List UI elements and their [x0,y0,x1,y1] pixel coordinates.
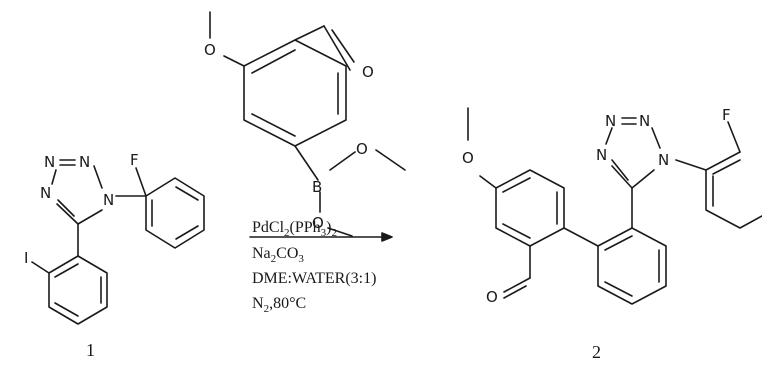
compound2-label: 2 [592,342,601,362]
condition-solvent: DME:WATER(3:1) [252,270,376,287]
c1-fp-f-bond [135,167,147,197]
c1-tetrazole-n2-n3 [93,165,103,189]
reagent-o2-me-bond [327,227,353,237]
reagent-ring-double-1 [251,49,296,74]
c2-n-aryl-bond [675,159,707,171]
reagent-ester-oxygen-1: O [356,140,368,158]
c2-fluorine: F [722,106,731,124]
reagent-methoxy-oxygen: O [204,41,216,59]
c1-nitrogen-1: N [44,153,55,171]
c1-iodophenyl-ring [48,255,108,325]
c1-iodine: I [24,249,28,267]
reagent-aldehyde-oxygen: O [362,63,374,81]
c1-ip-double-3 [54,263,79,278]
c1-nitrogen-2: N [79,153,90,171]
compound2-structure [467,107,762,305]
reagent-benzene-ring [243,39,347,147]
reagent-structure [209,11,406,237]
compound1-structure [31,159,205,325]
condition-atmosphere: N2,80°C [252,295,306,315]
c1-fp-double-2 [175,225,199,240]
c2-aldehyde-oxygen: O [486,288,498,306]
c1-fp-double-1 [175,186,199,201]
c2-aldehyde-co [503,277,531,293]
reagent-aldehyde-bond [294,25,325,41]
compound1-label: 1 [86,340,95,360]
c2-tetrazole-c-n4-double [611,159,629,181]
c2-mp-double-3 [502,223,531,239]
c2-tetrazole-c-n4 [611,165,633,189]
c2-mp-double-1 [502,177,531,193]
c1-ip-double-2 [54,302,79,317]
reagent-b-o1-bond [329,151,356,171]
c2-biaryl-bond [563,227,599,247]
c2-ph-double-1 [604,235,633,251]
reagent-o1-me-bond [375,149,406,171]
reagent-boron-atom: B [312,178,322,196]
reaction-arrow-head [381,232,393,242]
reagent-ester-oxygen-2: O [312,214,324,232]
condition-catalyst: PdCl2(PPh3)2 [252,219,337,239]
reagent-aldehyde-co [323,25,351,71]
c1-tetrazole-n3-c [77,209,103,225]
c2-fp-f-bond [727,121,741,153]
c1-fluorophenyl-ring [145,177,205,249]
c1-ip-i-bond [31,261,50,274]
c1-fluorine: F [130,151,139,169]
c2-nitrogen-3: N [658,151,669,169]
c2-methoxy-oxygen: O [462,149,474,167]
reagent-ring-b-bond [294,145,319,181]
c2-nitrogen-1: N [605,112,616,130]
c2-fluorophenyl-ring [705,151,762,229]
c2-tetrazole-n4-n1 [605,127,613,145]
c2-tetrazole-n3-c [631,169,655,189]
c2-fp-double-1 [712,159,741,175]
c2-ph-double-3 [604,281,633,297]
reagent-o-ring-bond [223,55,245,67]
c2-nitrogen-4: N [596,146,607,164]
c2-methoxyphenyl-ring [495,169,565,247]
c2-aldehyde-co-double [503,285,527,299]
reagent-aldehyde-co-double [331,29,355,63]
c1-tetrazole-c-n4 [56,203,79,225]
condition-base: Na2CO3 [252,245,304,265]
reagent-ring-double-3 [251,113,296,137]
c2-nitrogen-2: N [639,112,650,130]
c2-tetrazole-n2-n3 [651,127,661,149]
c1-tetrazole-n4-n1 [51,169,57,185]
c1-nitrogen-4: N [40,184,51,202]
c1-nitrogen-3: N [103,191,114,209]
c2-phenyl-ring [597,227,667,305]
c2-o-ring-bond [479,175,497,189]
c1-tetrazole-c-n4-double [57,199,75,217]
